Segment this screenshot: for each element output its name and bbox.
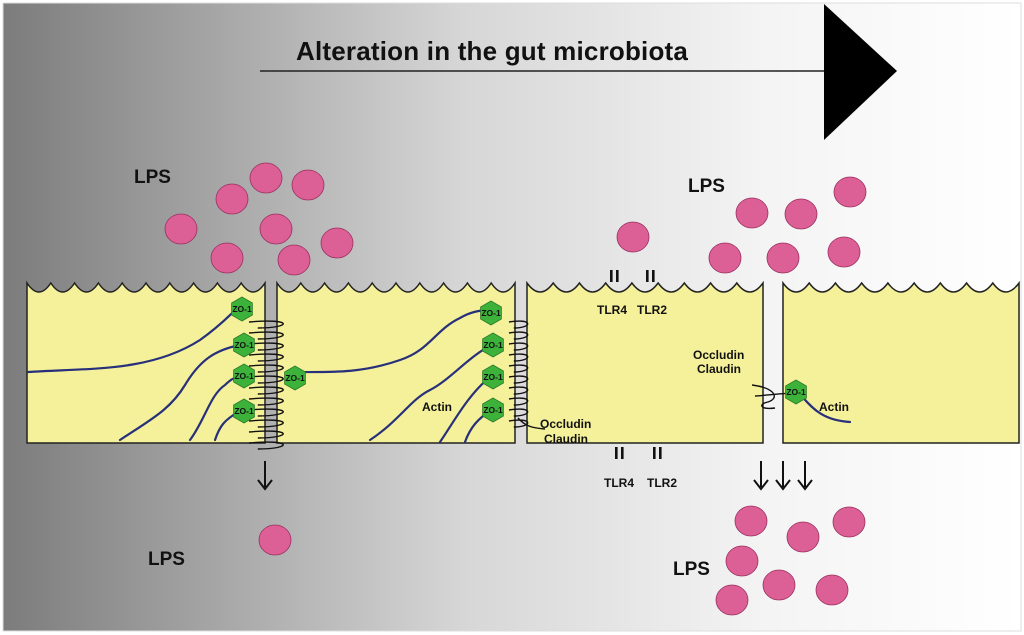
actin-label-right: Actin [819,400,849,414]
lps-particle-3 [215,183,249,215]
lps-particle-12 [833,176,867,208]
epithelial-cell-4 [782,280,1020,444]
direction-arrowhead [824,4,897,140]
tlr4-label-apical: TLR4 [597,303,627,317]
lps-particle-7 [210,242,244,274]
zo-1-protein-7: ZO-1 [482,332,504,358]
tlr-receptor-marker-1 [610,270,619,282]
occludin-pointer-line [517,417,546,430]
lps-translocation-arrow-right-1 [753,461,769,491]
lps-particle-20 [725,545,759,577]
zo-1-label: ZO-1 [483,340,503,350]
zo-1-label: ZO-1 [234,371,254,381]
lps-particle-13 [708,242,742,274]
zo-1-label: ZO-1 [285,373,305,383]
zo-1-protein-6: ZO-1 [480,300,502,326]
zo-1-hexagon [233,363,255,389]
epithelial-cell-2 [276,280,516,444]
zo-1-protein-8: ZO-1 [482,364,504,390]
lps-translocation-arrow-right-2 [775,461,791,491]
lps-particle-11 [784,198,818,230]
zo-1-hexagon [233,332,255,358]
zo-1-label: ZO-1 [232,304,252,314]
lps-particle-4 [164,213,198,245]
tlr2-label-basal: TLR2 [647,476,677,490]
lps-particle-23 [715,584,749,616]
zo-1-label: ZO-1 [481,308,501,318]
epithelial-cell-1 [26,280,266,444]
zo-1-hexagon [482,364,504,390]
lps-particle-2 [291,169,325,201]
tlr4-label-basal: TLR4 [604,476,634,490]
tlr-receptor-marker-3 [615,447,624,459]
actin-filament-1 [26,306,240,374]
lps-particle-9 [616,221,650,253]
lps-translocation-arrow-right-3 [797,461,813,491]
lps-particle-17 [734,505,768,537]
zo-1-hexagon [231,296,253,322]
actin-filament-2 [118,343,242,442]
lps-label-top-right: LPS [688,176,725,197]
lps-particle-14 [766,242,800,274]
lps-particle-6 [320,227,354,259]
lps-label-top-left: LPS [134,167,171,188]
tight-junction-strands-middle [508,320,529,428]
zo-1-protein-5: ZO-1 [284,365,306,391]
actin-label-left: Actin [422,400,452,414]
lps-particle-1 [249,162,283,194]
claudin-label-left: Claudin [544,432,588,446]
tight-junction-strand-right-a [751,384,776,410]
zo-1-protein-4: ZO-1 [233,398,255,424]
lps-particle-5 [259,213,293,245]
zo-1-protein-3: ZO-1 [233,363,255,389]
zo-1-protein-2: ZO-1 [233,332,255,358]
diagram-title: Alteration in the gut microbiota [296,36,689,66]
zo-1-hexagon [785,379,807,405]
tlr2-label-apical: TLR2 [637,303,667,317]
lps-particle-16 [258,524,292,556]
zo-1-hexagon [233,398,255,424]
zo-1-label: ZO-1 [234,406,254,416]
zo-1-hexagon [482,397,504,423]
zo-1-label: ZO-1 [234,340,254,350]
zo-1-hexagon [480,300,502,326]
lps-particle-8 [277,244,311,276]
zo-1-label: ZO-1 [786,387,806,397]
occludin-label-left: Occludin [540,417,592,431]
actin-filament-5 [288,308,492,374]
zo-1-hexagon [284,365,306,391]
lps-particle-15 [827,236,861,268]
zo-1-hexagon [482,332,504,358]
lps-particle-10 [735,197,769,229]
zo-1-protein-9: ZO-1 [482,397,504,423]
tlr-receptor-marker-4 [653,447,662,459]
actin-filament-6 [368,343,494,442]
lps-label-bottom-right: LPS [673,559,710,580]
zo-1-label: ZO-1 [483,405,503,415]
lps-translocation-arrow-left [257,461,273,491]
zo-1-protein-10: ZO-1 [785,379,807,405]
lps-particle-18 [786,521,820,553]
tlr-receptor-marker-2 [646,270,655,282]
tight-junction-strands-left [248,320,284,450]
zo-1-protein-1: ZO-1 [231,296,253,322]
lps-particle-21 [762,569,796,601]
lps-particle-22 [815,574,849,606]
lps-label-bottom-left: LPS [148,549,185,570]
epithelial-cell-3 [526,280,764,444]
lps-particle-19 [832,506,866,538]
claudin-label-right: Claudin [697,362,741,376]
zo-1-label: ZO-1 [483,372,503,382]
occludin-label-right: Occludin [693,348,745,362]
